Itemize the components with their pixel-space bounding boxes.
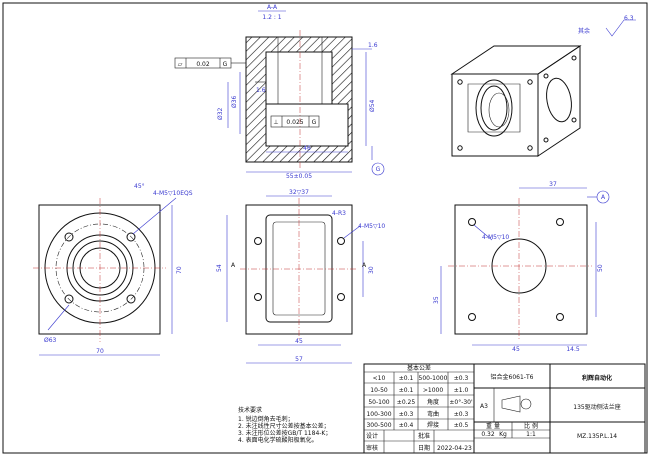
svg-text:审核: 审核 <box>366 444 378 452</box>
roughness-note: 其余 6.3 <box>578 15 636 37</box>
title-block: 基本公差 <10 ±0.1 500-1000 ±0.3 10-50 ±0.1 >… <box>363 363 646 454</box>
flatness-value: 0.02 <box>196 61 210 68</box>
svg-text:A: A <box>362 262 367 269</box>
svg-text:角度: 角度 <box>427 398 439 406</box>
datum-g-marker <box>371 162 385 176</box>
drawing-number: MZ.135P.L.14 <box>577 433 617 440</box>
dim-70-h: 70 <box>176 266 183 274</box>
dim-50: 50 <box>597 264 604 272</box>
svg-text:设计: 设计 <box>366 432 378 440</box>
right-view: 37 A 4-M5▽10 50 35 45 14.5 <box>433 181 610 353</box>
svg-text:300-500: 300-500 <box>366 422 391 429</box>
note-4: 4. 表面电化学硫酸阳极氧化。 <box>238 436 318 444</box>
svg-text:A: A <box>601 194 606 201</box>
svg-text:重 量: 重 量 <box>486 422 500 430</box>
svg-text:±0.4: ±0.4 <box>399 422 414 429</box>
date-value: 2022-04-23 <box>437 445 472 452</box>
svg-text:±0.3: ±0.3 <box>454 411 469 418</box>
svg-text:>1000: >1000 <box>423 387 443 394</box>
section-marker-left: A <box>231 262 236 269</box>
flatness-frame: ⏥ 0.02 G <box>174 57 246 69</box>
section-view-a-a: A-A 1.2 : 1 ⏥ 0.02 G ⊥ 0 <box>174 4 385 180</box>
company-name: 利辉自动化 <box>581 374 612 382</box>
dim-55: 55±0.05 <box>286 173 312 180</box>
dim-bore-36: Ø36 <box>231 95 238 108</box>
svg-text:6.3: 6.3 <box>624 15 634 22</box>
dim-holes-right: 4-M5▽10 <box>482 234 509 241</box>
sheet-size: A3 <box>480 403 488 410</box>
svg-text:±0.25: ±0.25 <box>397 399 416 406</box>
note-3: 3. 未注形位公差按GB/T 1184-K； <box>238 429 331 437</box>
svg-text:G: G <box>223 61 228 68</box>
notes-title: 技术要求 <box>238 406 262 414</box>
svg-text:焊接: 焊接 <box>427 421 439 429</box>
dim-45-mid: 45 <box>295 338 303 345</box>
dim-slot: 32▽37 <box>289 189 309 196</box>
datum-a-marker <box>596 190 610 204</box>
svg-text:⏥: ⏥ <box>178 61 183 68</box>
dim-57: 57 <box>295 356 303 363</box>
dim-14-5: 14.5 <box>566 346 580 353</box>
svg-text:比 例: 比 例 <box>524 422 538 430</box>
material: 铝合金6061-T6 <box>491 373 534 381</box>
dim-bore-32: Ø32 <box>217 107 224 120</box>
svg-text:±1.0: ±1.0 <box>454 387 469 394</box>
svg-text:⊥: ⊥ <box>273 119 278 126</box>
dim-37: 37 <box>549 181 557 188</box>
svg-text:G: G <box>312 119 317 126</box>
section-body <box>245 36 353 163</box>
technical-notes: 技术要求 1. 锐边倒角去毛刺； 2. 未注线性尺寸公差按基本公差； 3. 未注… <box>238 406 331 444</box>
front-view: 70 70 Ø63 4-M5▽10EQS 45° <box>33 183 193 356</box>
dim-holes-front: 4-M5▽10EQS <box>153 190 193 197</box>
dim-r3: 4-R3 <box>332 210 346 217</box>
section-label: A-A <box>267 4 278 11</box>
isometric-view <box>450 45 582 157</box>
svg-text:50-100: 50-100 <box>368 399 389 406</box>
svg-text:日期: 日期 <box>418 444 430 452</box>
svg-text:G: G <box>376 166 381 173</box>
projection-symbol <box>501 395 532 413</box>
svg-text:±0.3: ±0.3 <box>454 375 469 382</box>
svg-text:弯曲: 弯曲 <box>427 410 439 418</box>
svg-text:<10: <10 <box>373 375 386 382</box>
scale-value: 1:1 <box>526 431 536 438</box>
dim-63: Ø63 <box>44 337 57 344</box>
tol-title: 基本公差 <box>407 364 431 372</box>
svg-text:±0.3: ±0.3 <box>399 411 414 418</box>
dim-70-w: 70 <box>96 348 104 355</box>
dim-bore-ch: 1.6 <box>256 87 266 94</box>
perpendicularity-frame: ⊥ 0.025 G <box>270 115 320 128</box>
dim-holes-mid: 4-M5▽10 <box>358 223 385 230</box>
dim-46: 46 <box>303 145 311 152</box>
dim-bore-54: Ø54 <box>369 99 376 112</box>
dim-54: 54 <box>216 264 223 272</box>
svg-text:±0.1: ±0.1 <box>399 375 414 382</box>
note-1: 1. 锐边倒角去毛刺； <box>238 415 294 423</box>
svg-text:±0°-30': ±0°-30' <box>449 399 473 406</box>
svg-text:±0.5: ±0.5 <box>454 422 469 429</box>
section-scale: 1.2 : 1 <box>262 14 281 21</box>
runout-value: 0.025 <box>286 119 303 126</box>
note-2: 2. 未注线性尺寸公差按基本公差； <box>238 422 330 430</box>
svg-text:批准: 批准 <box>418 432 430 440</box>
dim-30: 30 <box>368 266 375 274</box>
weight-unit: Kg <box>499 431 507 438</box>
weight-value: 0.32 <box>481 431 495 438</box>
dim-35: 35 <box>433 296 440 304</box>
middle-view: 32▽37 4-R3 4-M5▽10 54 30 45 57 A A <box>216 189 385 364</box>
dim-chamfer: 1.6 <box>368 42 378 49</box>
svg-text:10-50: 10-50 <box>370 387 388 394</box>
svg-text:±0.1: ±0.1 <box>399 387 414 394</box>
svg-text:500-1000: 500-1000 <box>419 375 448 382</box>
svg-text:100-300: 100-300 <box>366 411 391 418</box>
part-name: 135驱动侧法兰座 <box>573 403 620 411</box>
dim-angle: 45° <box>134 183 145 190</box>
svg-text:其余: 其余 <box>578 27 590 35</box>
dim-45-right: 45 <box>512 346 520 353</box>
